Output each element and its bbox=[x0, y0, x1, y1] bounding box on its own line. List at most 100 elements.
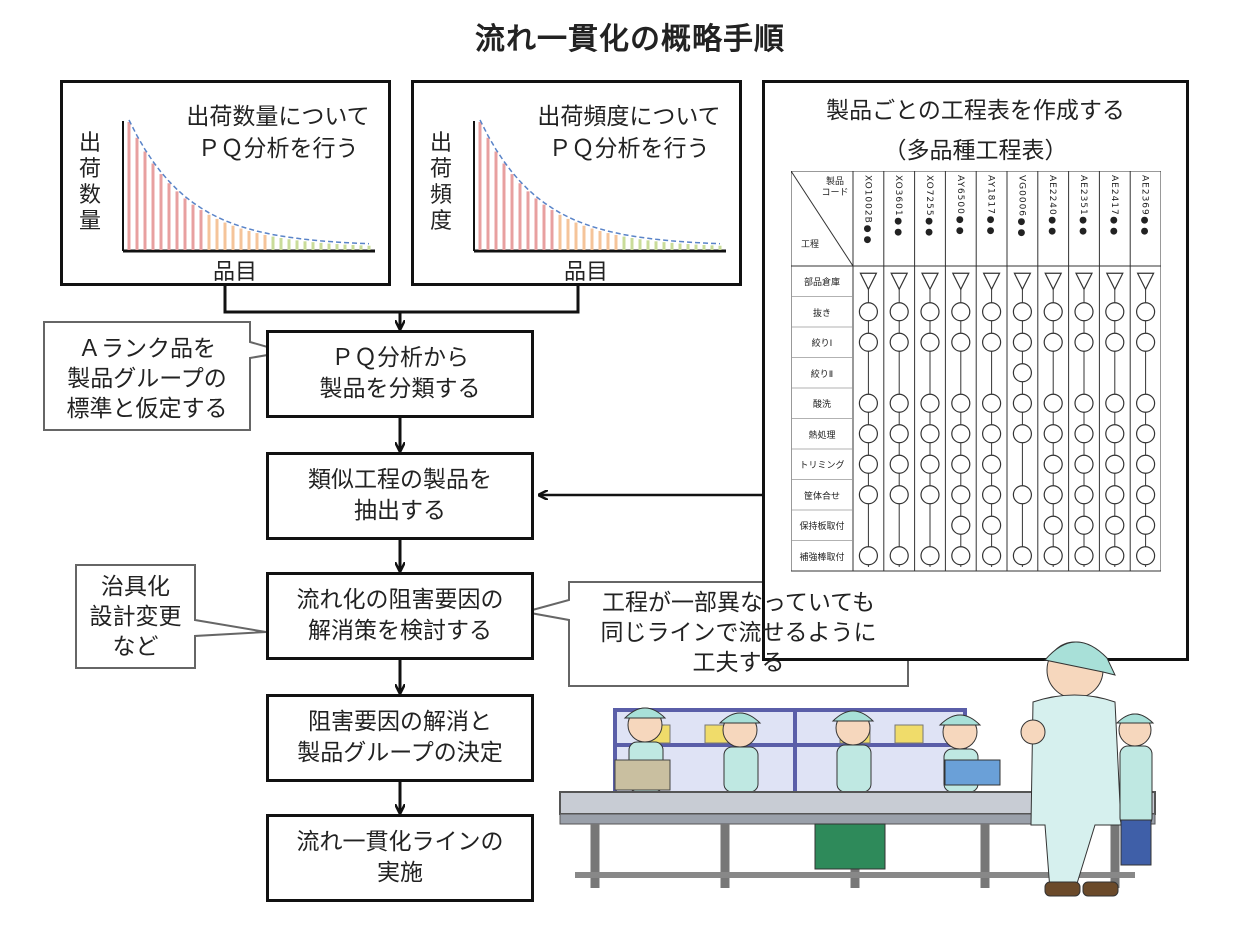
process-circle bbox=[858, 424, 879, 444]
process-row-label-7: 筐体合せ bbox=[803, 491, 840, 502]
process-circle bbox=[1043, 393, 1063, 413]
pq-quantity-curve bbox=[128, 119, 370, 245]
process-row-label-8: 保持板取付 bbox=[799, 522, 845, 533]
process-table-grid bbox=[791, 171, 1161, 572]
process-circle bbox=[982, 515, 1002, 535]
process-circle bbox=[1105, 332, 1125, 352]
process-circle bbox=[1074, 546, 1094, 566]
process-circle bbox=[1074, 393, 1094, 413]
process-row-label-0: 部品倉庫 bbox=[803, 278, 840, 289]
step-study-solutions: 流れ化の阻害要因の 解消策を検討する bbox=[266, 572, 534, 660]
step-extract-similar: 類似工程の製品を 抽出する bbox=[266, 452, 534, 540]
process-circle bbox=[1043, 485, 1063, 505]
process-row-label-5: 熱処理 bbox=[808, 430, 836, 441]
pq-quantity-chart bbox=[122, 119, 375, 253]
process-circle bbox=[889, 485, 909, 505]
process-circle bbox=[889, 332, 909, 352]
process-circle bbox=[1043, 454, 1063, 474]
product-code-3: AY6500●● bbox=[954, 175, 965, 237]
process-circle bbox=[982, 393, 1002, 413]
storage-triangle bbox=[1136, 272, 1155, 291]
process-circle bbox=[1136, 454, 1156, 474]
factory-line-illustration bbox=[559, 641, 1156, 897]
process-circle bbox=[982, 332, 1002, 352]
process-circle bbox=[1105, 454, 1125, 474]
pq-frequency-text: 出荷頻度について ＰＱ分析を行う bbox=[537, 104, 721, 162]
storage-triangle bbox=[1075, 272, 1093, 291]
step-implement-line: 流れ一貫化ラインの 実施 bbox=[266, 814, 534, 902]
step-resolve-group: 阻害要因の解消と 製品グループの決定 bbox=[266, 694, 534, 782]
product-code-2: XO7255●● bbox=[924, 175, 934, 239]
process-circle bbox=[1043, 332, 1063, 352]
line-note: 工程が一部異なっていても 同じラインで流せるように 工夫する bbox=[600, 590, 877, 676]
product-code-7: AE2351●● bbox=[1078, 175, 1088, 238]
a-rank-note: Ａランク品を 製品グループの 標準と仮定する bbox=[66, 336, 228, 422]
merge-connector bbox=[223, 286, 580, 314]
supervisor bbox=[1020, 641, 1122, 897]
pq-quantity-x-label: 品目 bbox=[213, 260, 258, 285]
header-code-label: 製品 コード bbox=[821, 177, 849, 198]
pq-frequency-x-label: 品目 bbox=[564, 260, 609, 285]
process-circle bbox=[858, 546, 879, 566]
worker-3 bbox=[831, 710, 875, 793]
storage-triangle bbox=[982, 272, 1001, 291]
pq-quantity-y-label: 出 荷 数 量 bbox=[78, 131, 101, 234]
process-circle bbox=[1105, 485, 1125, 505]
process-row-label-4: 酸洗 bbox=[812, 400, 831, 411]
process-circle bbox=[982, 302, 1002, 322]
process-circle bbox=[1074, 302, 1094, 322]
worker-2 bbox=[718, 712, 762, 793]
process-circle bbox=[1043, 515, 1063, 535]
storage-triangle bbox=[921, 272, 939, 291]
process-circle bbox=[951, 424, 971, 444]
process-circle bbox=[920, 485, 940, 505]
storage-triangle bbox=[1105, 272, 1124, 291]
process-circle bbox=[982, 454, 1002, 474]
process-row-label-9: 補強棒取付 bbox=[799, 552, 845, 563]
process-circle bbox=[889, 546, 909, 566]
process-circle bbox=[1105, 302, 1125, 322]
process-circle bbox=[1012, 485, 1032, 505]
process-circle bbox=[1105, 393, 1125, 413]
storage-triangle bbox=[1013, 272, 1032, 291]
header-process-label: 工程 bbox=[800, 240, 819, 250]
process-circle bbox=[951, 485, 971, 505]
process-row-label-1: 抜き bbox=[812, 308, 831, 319]
process-circle bbox=[1012, 546, 1032, 566]
process-circle bbox=[858, 485, 879, 505]
pq-quantity-panel: 出荷数量について ＰＱ分析を行う 出 荷 数 量 品目 bbox=[60, 80, 391, 286]
process-circle bbox=[889, 424, 909, 444]
process-circle bbox=[920, 454, 940, 474]
pq-quantity-text: 出荷数量について ＰＱ分析を行う bbox=[186, 104, 370, 162]
process-circle bbox=[889, 302, 909, 322]
process-circle bbox=[920, 302, 940, 322]
process-circle bbox=[1012, 302, 1032, 322]
process-circle bbox=[1012, 393, 1032, 413]
process-circle bbox=[1136, 302, 1156, 322]
product-code-9: AE2369●● bbox=[1139, 175, 1150, 238]
process-circle bbox=[858, 393, 879, 413]
process-circle bbox=[951, 515, 971, 535]
process-circle bbox=[1136, 485, 1156, 505]
process-circle bbox=[1136, 515, 1156, 535]
process-circle bbox=[920, 424, 940, 444]
process-circle bbox=[951, 393, 971, 413]
process-circle bbox=[1043, 546, 1063, 566]
pq-frequency-curve bbox=[479, 119, 721, 245]
process-circle bbox=[1074, 332, 1094, 352]
process-circle bbox=[889, 393, 909, 413]
storage-triangle bbox=[951, 272, 970, 291]
storage-triangle bbox=[890, 272, 909, 291]
process-circle bbox=[982, 485, 1002, 505]
process-circle bbox=[1105, 515, 1125, 535]
process-circle bbox=[858, 302, 879, 322]
jig-note: 治具化 設計変更 など bbox=[89, 574, 182, 660]
process-circle bbox=[1074, 454, 1094, 474]
process-table-title: 製品ごとの工程表を作成する （多品種工程表） bbox=[826, 98, 1125, 164]
product-code-6: AE2240●● bbox=[1047, 175, 1058, 238]
process-row-label-6: トリミング bbox=[799, 461, 845, 472]
process-row-label-2: 絞りⅠ bbox=[811, 339, 833, 350]
process-circle bbox=[1105, 424, 1125, 444]
page-title: 流れ一貫化の概略手順 bbox=[475, 22, 785, 57]
